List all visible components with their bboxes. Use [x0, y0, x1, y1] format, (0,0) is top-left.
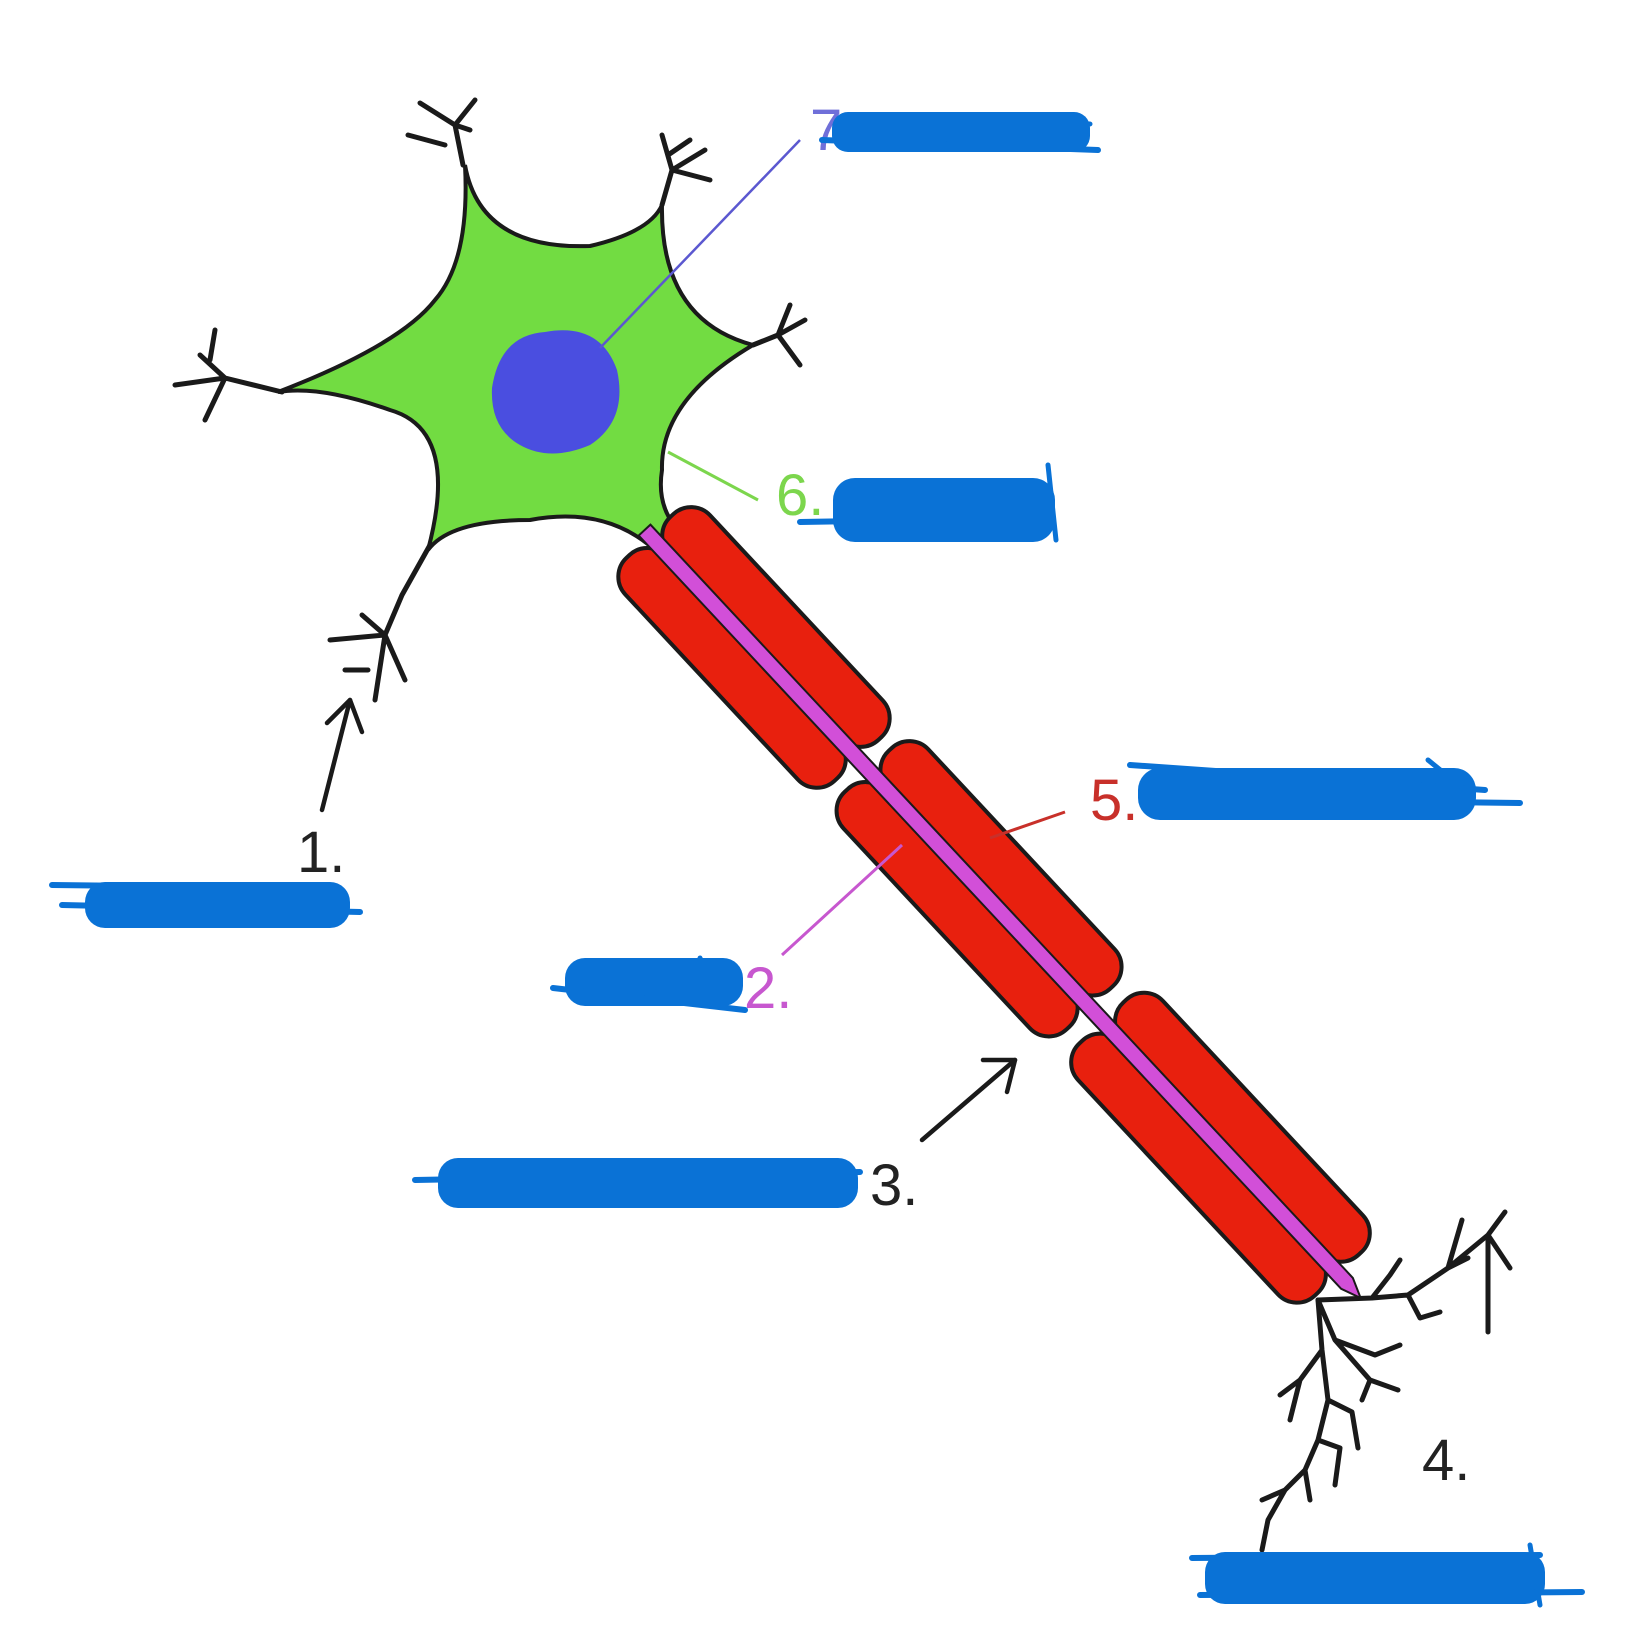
- leader-lines: [599, 139, 1066, 957]
- redaction-2: [550, 955, 748, 1013]
- label-number-1: 1.: [297, 820, 345, 885]
- arrow-3: [919, 1057, 1018, 1143]
- label-number-4: 4.: [1422, 1428, 1470, 1493]
- axon: [637, 523, 1363, 1300]
- arrow-1: [319, 697, 365, 813]
- leader-line-5: [989, 810, 1066, 840]
- leader-line-7: [599, 139, 801, 349]
- redaction-5: [1127, 757, 1523, 820]
- axon-assembly: [616, 505, 1372, 1305]
- redaction-marks: [49, 112, 1585, 1608]
- leader-line-6: [667, 450, 759, 502]
- redaction-7: [819, 112, 1101, 153]
- dendrites: [172, 97, 808, 703]
- redaction-3: [412, 1158, 863, 1208]
- redaction-1: [49, 882, 363, 928]
- axon-terminals: [1259, 1209, 1513, 1553]
- redaction-4: [1189, 1542, 1585, 1608]
- leader-line-2: [780, 843, 904, 957]
- arrows: [319, 697, 1018, 1143]
- label-number-6: 6.: [776, 463, 824, 528]
- nucleus: [491, 330, 620, 454]
- label-number-3: 3.: [870, 1153, 918, 1218]
- label-number-5: 5.: [1090, 768, 1138, 833]
- label-number-2: 2.: [744, 956, 792, 1021]
- redaction-6: [797, 462, 1059, 543]
